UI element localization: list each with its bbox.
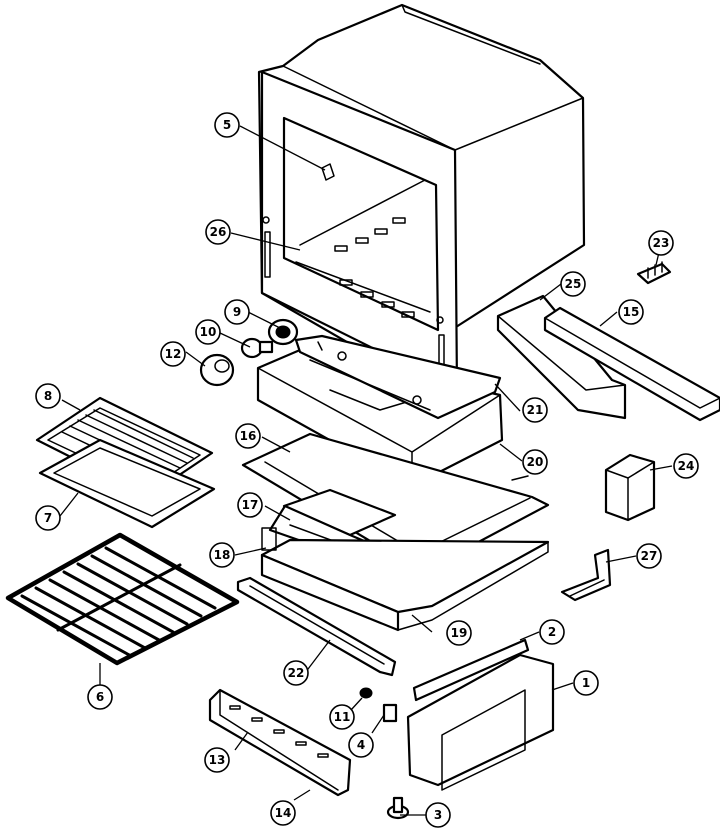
- svg-text:19: 19: [451, 626, 468, 640]
- callout-5: 5: [214, 112, 240, 138]
- svg-text:9: 9: [233, 305, 241, 319]
- side-panel-right: [543, 306, 720, 422]
- svg-text:2: 2: [548, 625, 556, 639]
- svg-text:11: 11: [334, 710, 351, 724]
- kick-panel: [406, 653, 555, 791]
- svg-text:20: 20: [527, 455, 544, 469]
- light-socket: [267, 318, 299, 346]
- svg-text:27: 27: [641, 549, 658, 563]
- callout-23: 23: [648, 230, 674, 256]
- callout-7: 7: [35, 505, 61, 531]
- svg-text:16: 16: [240, 429, 257, 443]
- svg-text:8: 8: [44, 389, 52, 403]
- callout-14: 14: [270, 800, 296, 826]
- broil-pan: [38, 438, 216, 529]
- callout-11: 11: [329, 704, 355, 730]
- callout-12: 12: [160, 341, 186, 367]
- callout-4: 4: [348, 732, 374, 758]
- terminal-block: [636, 261, 672, 285]
- callout-27: 27: [636, 543, 662, 569]
- callout-6: 6: [87, 684, 113, 710]
- light-lens: [199, 353, 235, 387]
- svg-text:15: 15: [623, 305, 640, 319]
- bottom-panel: [208, 688, 352, 797]
- callout-10: 10: [195, 319, 221, 345]
- svg-text:6: 6: [96, 690, 104, 704]
- broiler-drawer-frame: [260, 527, 550, 632]
- clip-bracket: [382, 703, 398, 723]
- burner-plate: [294, 334, 502, 420]
- svg-text:25: 25: [565, 277, 582, 291]
- callout-19: 19: [446, 620, 472, 646]
- leveling-leg: [386, 796, 410, 820]
- callout-24: 24: [673, 453, 699, 479]
- svg-text:14: 14: [275, 806, 292, 820]
- screw: [359, 687, 373, 699]
- callout-3: 3: [425, 802, 451, 828]
- callout-15: 15: [618, 299, 644, 325]
- callout-9: 9: [224, 299, 250, 325]
- svg-text:23: 23: [653, 236, 670, 250]
- kick-panel-trim: [412, 638, 530, 702]
- svg-text:10: 10: [200, 325, 217, 339]
- svg-text:12: 12: [165, 347, 182, 361]
- light-bulb: [240, 337, 274, 359]
- callout-8: 8: [35, 383, 61, 409]
- front-rail: [236, 576, 397, 677]
- svg-text:13: 13: [209, 753, 226, 767]
- callout-22: 22: [283, 660, 309, 686]
- oven-cavity: [257, 3, 586, 392]
- svg-text:18: 18: [214, 548, 231, 562]
- svg-text:21: 21: [527, 403, 544, 417]
- svg-text:5: 5: [223, 118, 231, 132]
- oven-rack: [5, 532, 240, 666]
- svg-text:4: 4: [357, 738, 365, 752]
- svg-text:17: 17: [242, 498, 259, 512]
- callout-13: 13: [204, 747, 230, 773]
- svg-text:3: 3: [434, 808, 442, 822]
- callout-21: 21: [522, 397, 548, 423]
- callout-17: 17: [237, 492, 263, 518]
- svg-text:1: 1: [582, 676, 590, 690]
- callout-16: 16: [235, 423, 261, 449]
- callout-25: 25: [560, 271, 586, 297]
- leader-lines: [59, 125, 673, 816]
- callout-18: 18: [209, 542, 235, 568]
- svg-text:26: 26: [210, 225, 227, 239]
- callout-20: 20: [522, 449, 548, 475]
- callout-2: 2: [539, 619, 565, 645]
- svg-text:22: 22: [288, 666, 305, 680]
- corner-bracket: [560, 548, 612, 602]
- callout-1: 1: [573, 670, 599, 696]
- callout-26: 26: [205, 219, 231, 245]
- svg-text:7: 7: [44, 511, 52, 525]
- svg-text:24: 24: [678, 459, 695, 473]
- vent-duct: [604, 453, 656, 522]
- side-panel-left: [496, 294, 627, 420]
